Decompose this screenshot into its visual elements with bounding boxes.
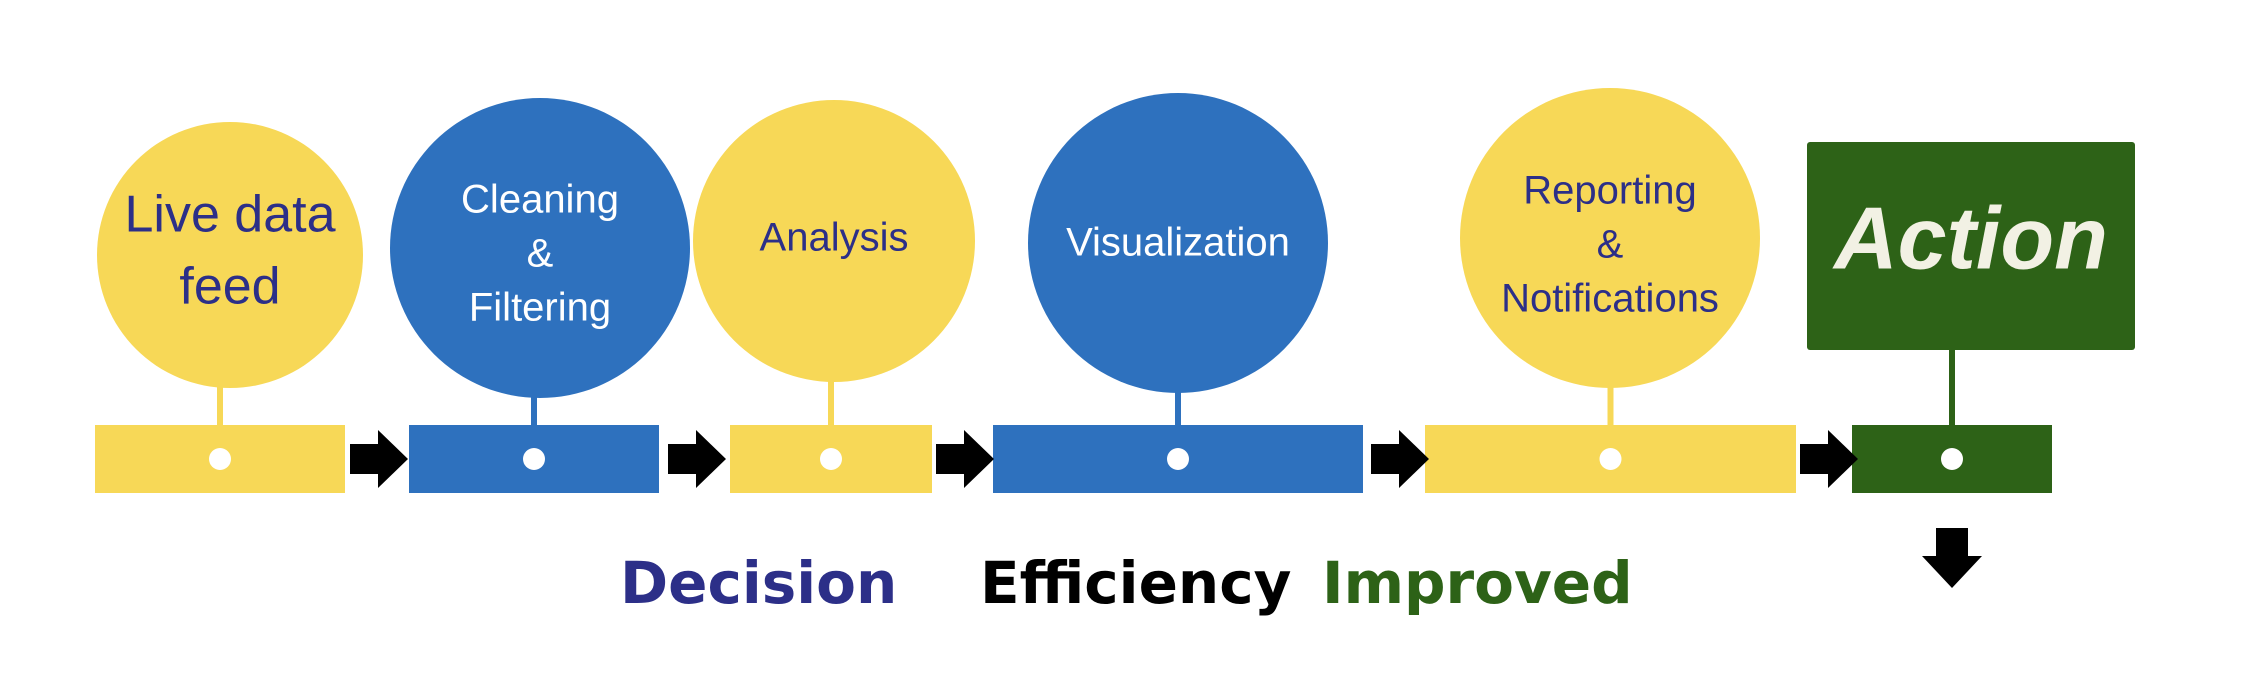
stage-connector-cleaning-filtering	[531, 394, 537, 427]
stage-label-reporting-notifications-line-2: &	[1597, 223, 1624, 267]
stage-circle-analysis	[693, 100, 975, 382]
stage-connector-visualization	[1175, 389, 1181, 427]
stage-connector-reporting-notifications	[1607, 384, 1614, 427]
label-efficiency: Efficiency	[980, 549, 1292, 617]
stage-connector-analysis	[828, 378, 834, 427]
stage-dot-live-data-feed	[209, 448, 231, 470]
stage-dot-reporting-notifications	[1599, 448, 1622, 470]
stage-dot-visualization	[1167, 448, 1189, 470]
stage-circle-live-data-feed	[97, 122, 363, 388]
label-improved: Improved	[1322, 549, 1633, 617]
stage-label-live-data-feed-line-1: Live data	[124, 186, 335, 244]
stage-dot-cleaning-filtering	[523, 448, 545, 470]
flow-arrow-1	[350, 430, 408, 488]
stage-box-action	[1807, 142, 2135, 350]
stage-circle-visualization	[1028, 93, 1328, 393]
stage-connector-live-data-feed	[217, 384, 223, 427]
stage-label-action-line-1: Action	[1832, 188, 2108, 287]
down-arrow	[1922, 528, 1982, 588]
stage-label-cleaning-filtering-line-1: Cleaning	[461, 178, 619, 222]
label-decision: Decision	[620, 549, 898, 617]
flow-arrow-5	[1800, 430, 1858, 488]
stage-label-reporting-notifications-line-1: Reporting	[1523, 169, 1696, 213]
stage-label-visualization-line-1: Visualization	[1066, 221, 1290, 265]
flow-arrow-2	[668, 430, 726, 488]
stage-dot-analysis	[820, 448, 842, 470]
stage-circle-reporting-notifications	[1460, 88, 1760, 388]
stage-label-cleaning-filtering-line-2: &	[527, 232, 554, 276]
flow-arrow-3	[936, 430, 994, 488]
stage-label-analysis-line-1: Analysis	[760, 216, 909, 260]
stage-label-reporting-notifications-line-3: Notifications	[1501, 277, 1719, 321]
stage-circle-cleaning-filtering	[390, 98, 690, 398]
stage-label-live-data-feed-line-2: feed	[179, 258, 280, 316]
stage-label-cleaning-filtering-line-3: Filtering	[469, 286, 611, 330]
stage-connector-action	[1949, 348, 1955, 427]
flow-arrow-4	[1371, 430, 1429, 488]
stage-dot-action	[1941, 448, 1963, 470]
